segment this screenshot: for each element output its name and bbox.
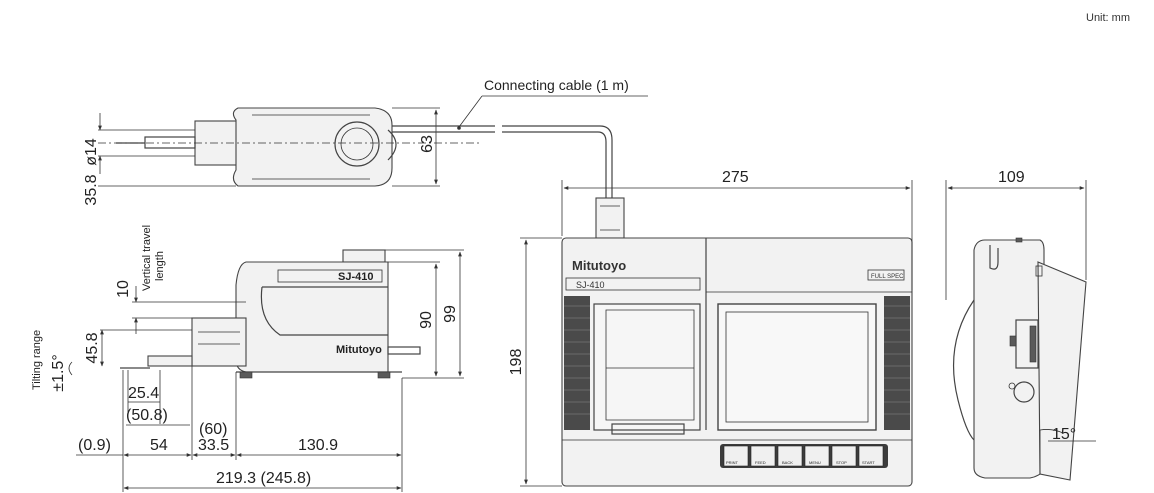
dim-35-8: 35.8 — [83, 174, 100, 205]
button-back[interactable]: BACK — [777, 445, 803, 467]
detector-side-view: SJ-410 Mitutoyo 10 Vertical travel lengt… — [31, 225, 464, 492]
unit-label: Unit: mm — [1086, 12, 1130, 24]
display-unit-front-view: Mitutoyo SJ-410 FULL SPEC — [508, 169, 913, 487]
button-start[interactable]: START — [858, 445, 884, 467]
button-stop[interactable]: STOP — [831, 445, 857, 467]
display-unit-side-view: 109 15° — [945, 169, 1096, 481]
cable-label: Connecting cable (1 m) — [484, 77, 629, 93]
side-brand-label: Mitutoyo — [336, 344, 382, 356]
side-model-label: SJ-410 — [338, 271, 373, 283]
button-feed[interactable]: FEED — [750, 445, 776, 467]
dim-130-9: 130.9 — [298, 437, 338, 454]
dim-33-5: 33.5 — [198, 437, 229, 454]
dim-10: 10 — [115, 280, 132, 298]
dim-dia14: ø14 — [83, 138, 100, 166]
left-grille — [564, 296, 590, 430]
dim-45-8: 45.8 — [84, 332, 101, 363]
front-brand-label: Mitutoyo — [572, 258, 626, 273]
front-model-label: SJ-410 — [576, 280, 605, 290]
svg-text:PRINT: PRINT — [726, 460, 739, 465]
svg-text:BACK: BACK — [782, 460, 793, 465]
dim-198: 198 — [508, 349, 525, 376]
detector-top-view: ø14 35.8 63 Connecting cable (1 m) — [83, 77, 648, 206]
dim-275: 275 — [722, 169, 749, 186]
vertical-travel-label-1: Vertical travel — [141, 225, 153, 291]
svg-text:MENU: MENU — [809, 460, 821, 465]
dim-60: (60) — [199, 421, 227, 438]
dim-219-3: 219.3 (245.8) — [216, 470, 311, 487]
dim-109: 109 — [998, 169, 1025, 186]
button-row: PRINT FEED BACK MENU STOP START — [720, 444, 888, 468]
dim-90: 90 — [418, 311, 435, 329]
panel-badge: FULL SPEC — [871, 274, 904, 280]
svg-text:STOP: STOP — [836, 460, 847, 465]
dim-54: 54 — [150, 437, 168, 454]
svg-text:START: START — [862, 460, 875, 465]
dim-50-8: (50.8) — [126, 407, 168, 424]
printer-cover — [593, 303, 701, 431]
dim-63: 63 — [419, 135, 436, 153]
button-print[interactable]: PRINT — [723, 445, 749, 467]
dim-99: 99 — [442, 305, 459, 323]
dim-0-9: (0.9) — [78, 437, 111, 454]
vertical-travel-label-2: length — [154, 251, 166, 281]
svg-text:FEED: FEED — [755, 460, 766, 465]
touch-screen — [717, 303, 877, 431]
dim-25-4: 25.4 — [128, 385, 159, 402]
dim-tilt: ±1.5° — [50, 354, 67, 391]
dim-15-deg: 15° — [1052, 426, 1076, 443]
right-grille — [884, 296, 910, 430]
tilting-range-label: Tilting range — [31, 330, 43, 390]
button-menu[interactable]: MENU — [804, 445, 830, 467]
